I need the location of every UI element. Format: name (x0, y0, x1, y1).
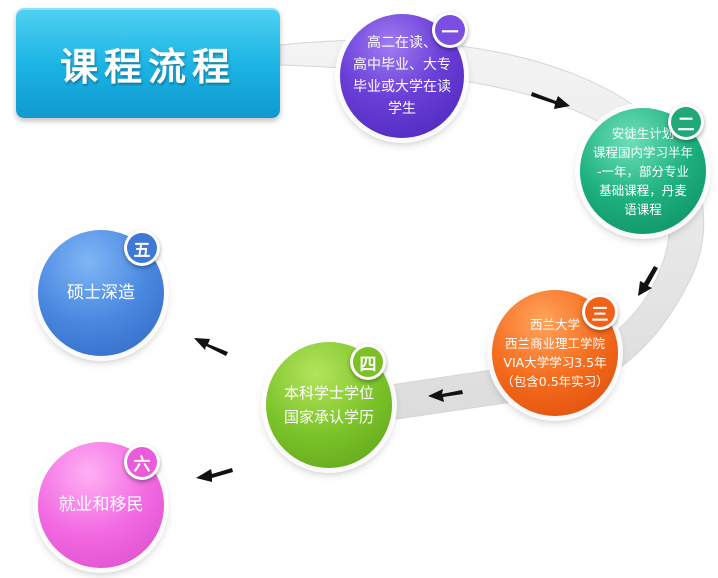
step-1-line-3: 毕业或大学在读 (353, 79, 451, 95)
step-6-badge: 六 (124, 444, 160, 480)
step-3-line-4: （包含0.5年实习） (501, 374, 609, 389)
step-2-line-2: 课程国内学习半年 (592, 144, 693, 160)
step-5-line-1: 硕士深造 (67, 283, 135, 303)
arrow-1-to-2 (531, 92, 570, 109)
step-5-badge: 五 (124, 230, 160, 266)
step-4-number: 四 (353, 347, 383, 377)
step-5-number: 五 (127, 233, 157, 263)
step-3-number: 三 (585, 297, 615, 327)
title-banner: 课程流程 (16, 8, 280, 118)
arrow-4-to-5 (194, 338, 228, 356)
step-3-line-1: 西兰大学 (529, 317, 580, 332)
arrow-3-to-4 (428, 389, 463, 402)
step-2-line-5: 语课程 (624, 201, 662, 217)
step-1-badge: 一 (432, 12, 468, 48)
step-1-number: 一 (435, 15, 465, 45)
step-4-badge: 四 (350, 344, 386, 380)
step-2-number: 二 (671, 107, 701, 137)
arrow-4-to-6 (196, 468, 233, 482)
page-title: 课程流程 (59, 44, 236, 89)
step-2-badge: 二 (668, 104, 704, 140)
step-1-line-4: 学生 (388, 101, 416, 117)
step-4-line-1: 本科学士学位 (283, 384, 374, 402)
step-3-badge: 三 (582, 294, 618, 330)
step-2-line-1: 安徒生计划 (611, 125, 675, 141)
step-4-line-2: 国家承认学历 (283, 408, 374, 426)
step-3-line-3: VIA大学学习3.5年 (503, 355, 607, 370)
step-1-line-1: 高二在读、 (367, 35, 437, 51)
step-2-line-4: 基础课程，丹麦 (599, 182, 687, 198)
step-6-line-1: 就业和移民 (58, 495, 144, 515)
step-2-line-3: -一年，部分专业 (596, 163, 689, 179)
step-3-line-2: 西兰商业理工学院 (504, 336, 605, 351)
arrow-2-to-3 (638, 266, 658, 296)
step-6-number: 六 (127, 447, 157, 477)
step-1-line-2: 高中毕业、大专 (353, 57, 451, 73)
